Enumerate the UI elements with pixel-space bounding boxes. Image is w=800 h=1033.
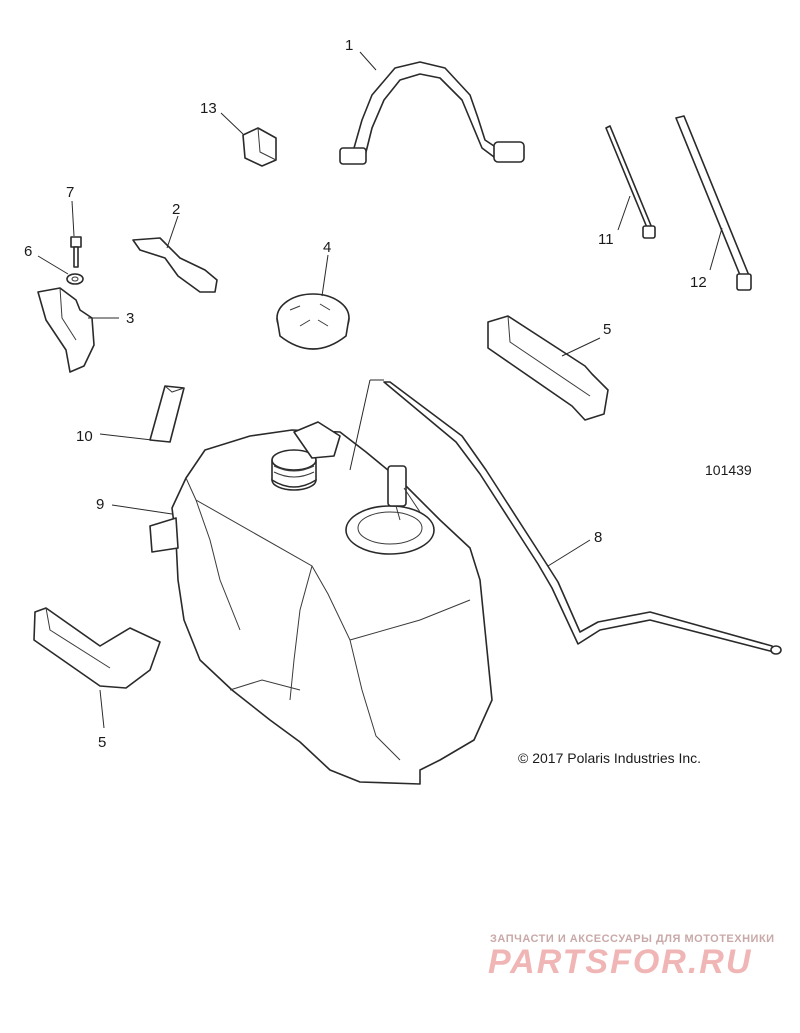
part-cable-tie-large <box>675 115 752 291</box>
part-bracket-upper <box>132 237 218 293</box>
part-vent-hose <box>339 61 525 165</box>
part-cable-tie-small <box>605 125 656 239</box>
callout-3: 3 <box>126 310 134 327</box>
watermark-subtitle: ЗАПЧАСТИ И АКСЕССУАРЫ ДЛЯ МОТОТЕХНИКИ <box>490 933 775 945</box>
callout-4: 4 <box>323 239 331 256</box>
callout-8: 8 <box>594 529 602 546</box>
part-bracket-side <box>37 287 95 373</box>
part-bolt <box>70 236 82 268</box>
part-pad-upper <box>487 315 609 421</box>
part-fuel-line <box>383 381 782 655</box>
copyright-notice: © 2017 Polaris Industries Inc. <box>518 750 702 766</box>
callout-13: 13 <box>200 100 217 117</box>
callout-5-lower: 5 <box>98 734 106 751</box>
part-fuel-tank <box>149 421 493 785</box>
callout-5-upper: 5 <box>603 321 611 338</box>
callout-2: 2 <box>172 201 180 218</box>
part-fuel-cap <box>276 293 350 350</box>
callout-12: 12 <box>690 274 707 291</box>
part-pad-small <box>149 385 185 443</box>
callout-9: 9 <box>96 496 104 513</box>
callout-10: 10 <box>76 428 93 445</box>
drawing-number: 101439 <box>705 462 752 478</box>
callout-6: 6 <box>24 243 32 260</box>
part-pad-lower <box>33 607 161 689</box>
callout-1: 1 <box>345 37 353 54</box>
callout-7: 7 <box>66 184 74 201</box>
part-washer <box>66 273 84 285</box>
callout-labels: 1 13 7 2 6 4 3 11 12 5 10 9 8 5 <box>24 37 707 751</box>
callout-11: 11 <box>598 231 614 248</box>
watermark-brand: PARTSFOR.RU <box>488 943 753 981</box>
leader-lines <box>37 51 723 729</box>
part-clip <box>242 127 277 167</box>
